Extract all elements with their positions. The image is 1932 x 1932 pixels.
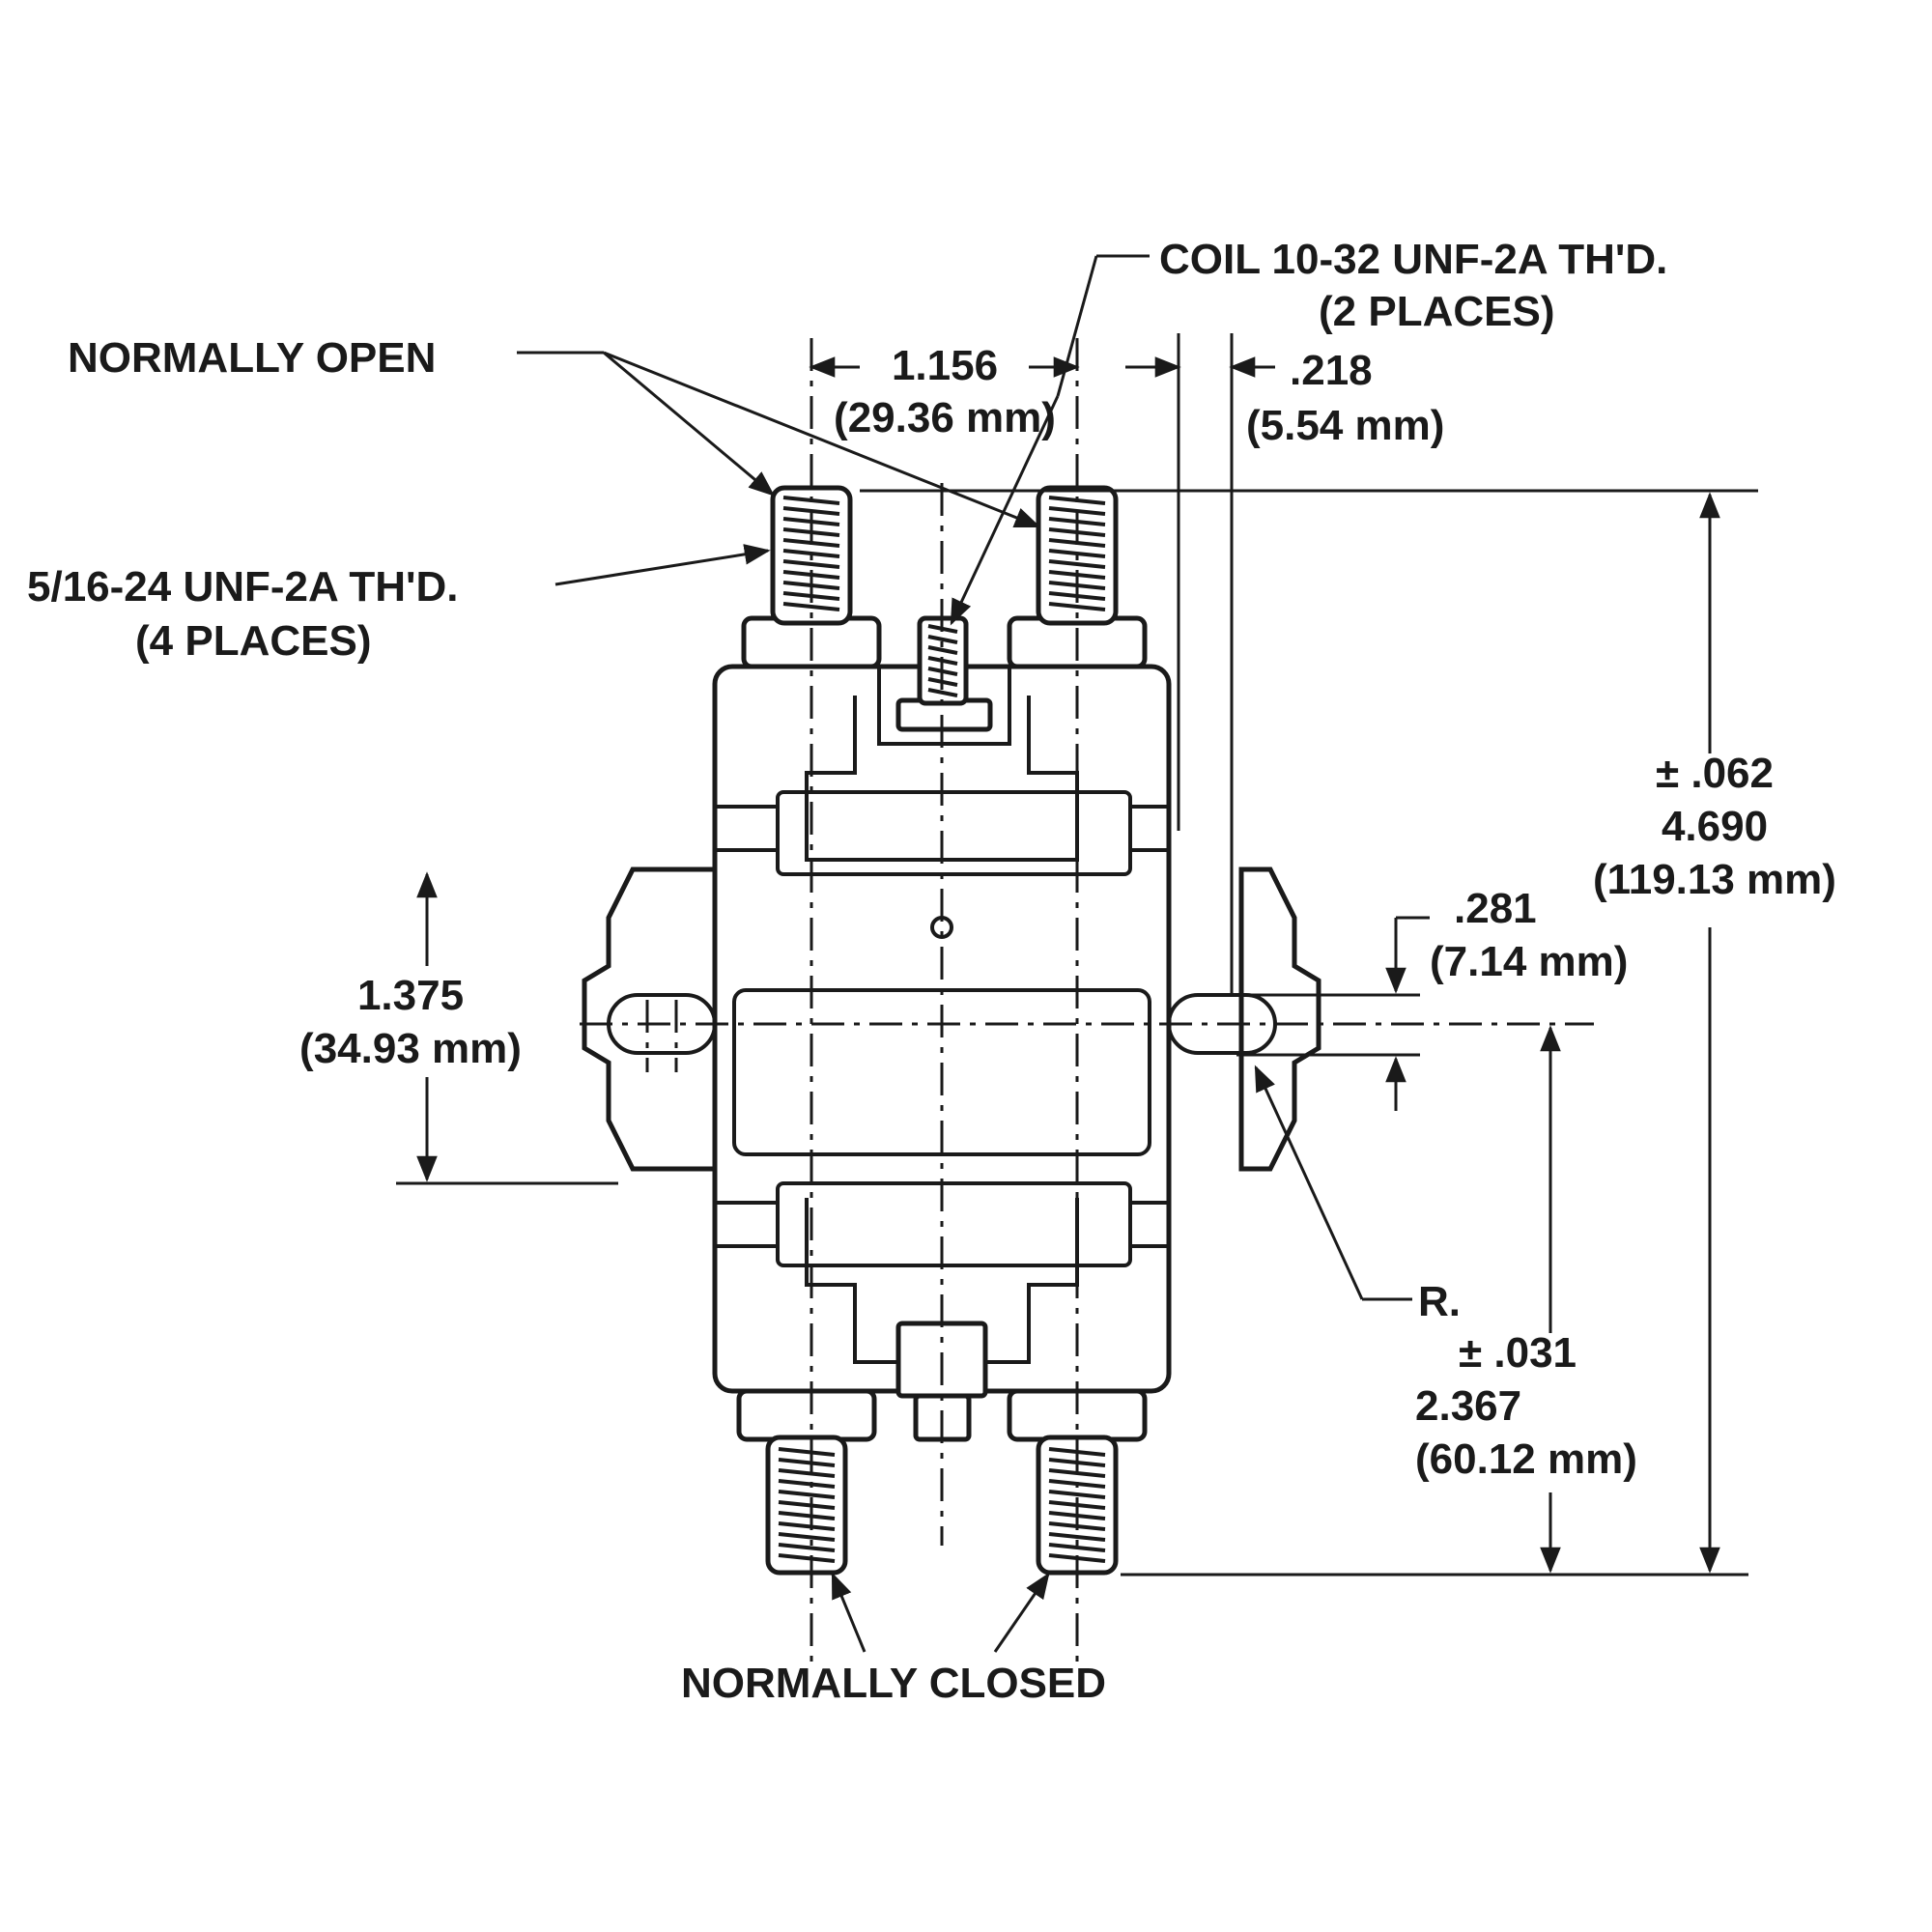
label-coil-thread-line2: (2 PLACES) <box>1319 288 1554 335</box>
thread-line <box>782 559 840 569</box>
upper-rib <box>776 790 1132 876</box>
thread-line <box>1048 602 1106 611</box>
dim-slot-width-mm: (7.14 mm) <box>1430 938 1628 985</box>
mounting-bracket-right <box>1238 867 1321 1172</box>
dim-overall-height-mm: (119.13 mm) <box>1593 856 1836 903</box>
label-normally-closed: NORMALLY CLOSED <box>681 1660 1106 1707</box>
solenoid-body <box>582 664 1321 1394</box>
leader-lines <box>517 254 1412 1653</box>
thread-line <box>1048 1543 1106 1552</box>
labels: NORMALLY OPEN 5/16-24 UNF-2A TH'D. (4 PL… <box>27 236 1836 1707</box>
thread-line <box>782 549 840 558</box>
dim-slot-to-bottom-mm: (60.12 mm) <box>1415 1435 1637 1483</box>
lower-rib <box>776 1181 1132 1267</box>
thread-line <box>778 1468 836 1478</box>
thread-line <box>782 602 840 611</box>
thread-line <box>778 1532 836 1542</box>
label-coil-thread-line1: COIL 10-32 UNF-2A TH'D. <box>1159 236 1667 283</box>
dim-bracket-thickness-mm: (5.54 mm) <box>1246 402 1444 449</box>
mounting-bracket <box>582 867 718 1172</box>
thread-hatching <box>778 496 1106 1563</box>
thread-line <box>1048 549 1106 558</box>
dim-overall-height-tol: ± .062 <box>1656 750 1774 797</box>
thread-line <box>782 506 840 516</box>
thread-line <box>778 1543 836 1552</box>
thread-line <box>778 1458 836 1467</box>
thread-line <box>1048 559 1106 569</box>
label-terminal-thread-line1: 5/16-24 UNF-2A TH'D. <box>27 563 459 611</box>
thread-line <box>927 645 958 655</box>
dim-slot-to-bottom-inch: 2.367 <box>1415 1382 1521 1430</box>
dimension-lines <box>396 333 1758 1577</box>
label-terminal-thread-line2: (4 PLACES) <box>135 617 371 665</box>
dim-slot-to-bottom-tol: ± .031 <box>1459 1329 1577 1377</box>
label-radius: R. <box>1418 1278 1461 1325</box>
thread-line <box>1048 1490 1106 1499</box>
thread-line <box>1048 506 1106 516</box>
thread-line <box>927 688 958 697</box>
thread-line <box>778 1500 836 1510</box>
dim-slot-width-inch: .281 <box>1454 885 1537 932</box>
dim-terminal-spacing-mm: (29.36 mm) <box>834 394 1056 441</box>
thread-line <box>778 1447 836 1457</box>
dim-bracket-thickness-inch: .218 <box>1290 347 1373 394</box>
thread-line <box>778 1511 836 1520</box>
thread-line <box>778 1490 836 1499</box>
thread-line <box>1048 1532 1106 1542</box>
dim-mount-height-mm: (34.93 mm) <box>299 1025 522 1072</box>
thread-line <box>778 1479 836 1489</box>
center-lines <box>580 338 1594 1662</box>
dim-mount-height-inch: 1.375 <box>357 972 464 1019</box>
dim-overall-height-inch: 4.690 <box>1662 803 1768 850</box>
thread-line <box>1048 1468 1106 1478</box>
thread-line <box>778 1521 836 1531</box>
dim-terminal-spacing-inch: 1.156 <box>892 342 998 389</box>
label-normally-open: NORMALLY OPEN <box>68 334 436 382</box>
terminal-nut-bottom-left <box>736 1388 877 1442</box>
thread-line <box>927 635 958 644</box>
thread-line <box>778 1553 836 1563</box>
